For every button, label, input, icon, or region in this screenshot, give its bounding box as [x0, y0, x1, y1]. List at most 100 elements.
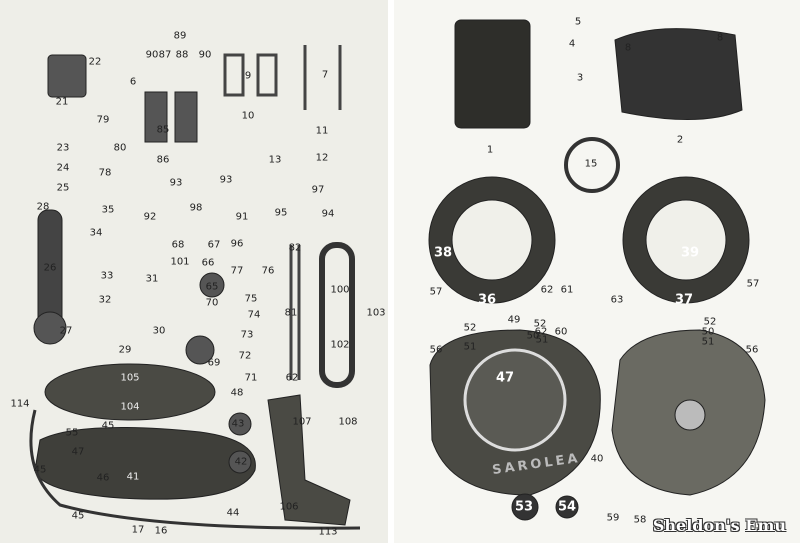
part-number-label: 69	[207, 357, 221, 369]
part-number-label: 61	[560, 284, 574, 296]
part-number-label: 10	[241, 110, 255, 122]
part-number-label: 62	[285, 372, 299, 384]
part-number-label: 87	[158, 49, 172, 61]
valve-spring	[256, 53, 278, 97]
part-number-label: 90	[198, 49, 212, 61]
part-number-label: 96	[230, 238, 244, 250]
part-number-label: 75	[244, 293, 258, 305]
part-number-label: 5	[574, 16, 582, 28]
part-number-label: 93	[219, 174, 233, 186]
conrod-big-end	[33, 311, 67, 345]
part-number-label: 86	[156, 154, 170, 166]
part-number-label: 43	[231, 418, 245, 430]
part-number-label: 36	[477, 292, 497, 308]
part-number-label: 51	[463, 341, 477, 353]
part-number-label: 94	[321, 208, 335, 220]
washer	[555, 495, 579, 519]
part-number-label: 24	[56, 162, 70, 174]
part-number-label: 33	[100, 270, 114, 282]
part-number-label: 62	[540, 284, 554, 296]
part-number-label: 82	[288, 242, 302, 254]
gasket	[564, 137, 620, 193]
washer	[228, 450, 252, 474]
part-number-label: 2	[676, 134, 684, 146]
flywheel-right-hub	[645, 199, 727, 281]
part-number-label: 15	[584, 158, 598, 170]
part-number-label: 41	[126, 471, 140, 483]
part-number-label: 74	[247, 309, 261, 321]
part-number-label: 77	[230, 265, 244, 277]
part-number-label: 72	[238, 350, 252, 362]
cylinder-barrel	[454, 19, 531, 129]
part-number-label: 100	[330, 284, 350, 296]
part-number-label: 90	[145, 49, 159, 61]
part-number-label: 88	[175, 49, 189, 61]
part-number-label: 114	[10, 398, 30, 410]
part-number-label: 1	[486, 144, 494, 156]
part-number-label: 32	[98, 294, 112, 306]
part-number-label: 45	[101, 420, 115, 432]
part-number-label: 80	[113, 142, 127, 154]
part-number-label: 105	[120, 372, 140, 384]
part-number-label: 79	[96, 114, 110, 126]
washer	[511, 493, 539, 521]
flywheel-left-hub	[451, 199, 533, 281]
part-number-label: 113	[318, 526, 338, 538]
part-number-label: 58	[633, 514, 647, 526]
part-number-label: 42	[234, 456, 248, 468]
part-number-label: 68	[171, 239, 185, 251]
part-number-label: 73	[240, 329, 254, 341]
part-number-label: 28	[36, 201, 50, 213]
part-number-label: 91	[235, 211, 249, 223]
part-number-label: 103	[366, 307, 386, 319]
part-number-label: 47	[71, 446, 85, 458]
part-number-label: 97	[311, 184, 325, 196]
part-number-label: 9	[244, 70, 252, 82]
part-number-label: 6	[129, 76, 137, 88]
part-number-label: 93	[169, 177, 183, 189]
part-number-label: 37	[674, 292, 694, 308]
cylinder-head	[614, 28, 743, 120]
part-number-label: 57	[746, 278, 760, 290]
part-number-label: 104	[120, 401, 140, 413]
part-number-label: 81	[284, 307, 298, 319]
part-number-label: 8	[716, 32, 724, 44]
part-number-label: 47	[495, 370, 515, 386]
part-number-label: 62	[534, 326, 548, 338]
part-number-label: 45	[33, 464, 47, 476]
part-number-label: 66	[201, 257, 215, 269]
part-number-label: 106	[279, 501, 299, 513]
part-number-label: 59	[606, 512, 620, 524]
part-number-label: 34	[89, 227, 103, 239]
rocker-fork	[144, 91, 168, 143]
rocker-fork	[174, 91, 198, 143]
cable	[29, 409, 361, 530]
part-number-label: 25	[56, 182, 70, 194]
part-number-label: 50	[526, 330, 540, 342]
part-number-label: 55	[65, 427, 79, 439]
part-number-label: 101	[170, 256, 190, 268]
part-number-label: 11	[315, 125, 329, 137]
part-number-label: 30	[152, 325, 166, 337]
part-number-label: 60	[554, 326, 568, 338]
part-number-label: 45	[71, 510, 85, 522]
gear	[185, 335, 215, 365]
part-number-label: 57	[429, 286, 443, 298]
chain-cover	[44, 363, 216, 421]
part-number-label: 16	[154, 525, 168, 537]
part-number-label: 53	[514, 499, 534, 515]
part-number-label: 56	[745, 344, 759, 356]
part-number-label: 67	[207, 239, 221, 251]
part-number-label: 40	[590, 453, 604, 465]
part-number-label: 38	[433, 245, 453, 261]
part-number-label: 12	[315, 152, 329, 164]
gear	[199, 272, 225, 298]
part-number-label: 52	[703, 316, 717, 328]
crankcase-left-bore	[463, 348, 567, 452]
engine-plate	[267, 394, 351, 526]
part-number-label: 48	[230, 387, 244, 399]
crankcase-right-boss	[674, 399, 706, 431]
part-number-label: 27	[59, 325, 73, 337]
part-number-label: 78	[98, 167, 112, 179]
